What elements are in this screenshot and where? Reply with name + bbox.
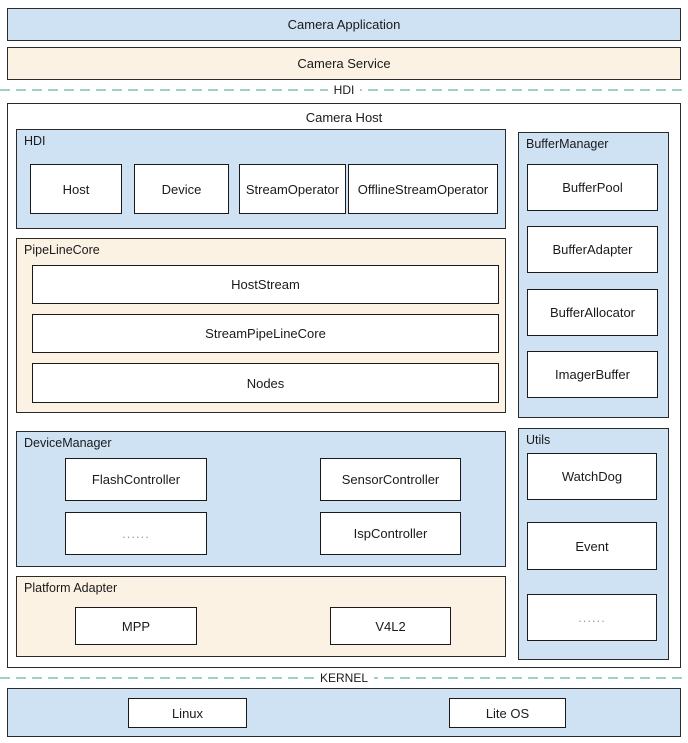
linux-node: Linux xyxy=(128,698,247,728)
buffer-pool-node: BufferPool xyxy=(527,164,658,211)
host-stream-node: HostStream xyxy=(32,265,499,304)
camera-host-container: Camera Host HDI Host Device StreamOperat… xyxy=(7,103,681,668)
lite-os-node: Lite OS xyxy=(449,698,566,728)
sensor-controller-node: SensorController xyxy=(320,458,461,501)
stream-operator-node: StreamOperator xyxy=(239,164,346,214)
nodes-node: Nodes xyxy=(32,363,499,403)
watchdog-node: WatchDog xyxy=(527,453,657,500)
pipeline-core-section: PipeLineCore HostStream StreamPipeLineCo… xyxy=(16,238,506,413)
camera-application-layer: Camera Application xyxy=(7,8,681,41)
hdi-separator: HDI xyxy=(0,83,688,97)
hdi-separator-label: HDI xyxy=(327,83,361,97)
hdi-section-label: HDI xyxy=(24,134,46,148)
kernel-separator-label: KERNEL xyxy=(313,671,375,685)
utils-section-label: Utils xyxy=(526,433,551,447)
event-node: Event xyxy=(527,522,657,570)
device-manager-ellipsis-node: ...... xyxy=(65,512,207,555)
offline-stream-operator-node: OfflineStreamOperator xyxy=(348,164,498,214)
v4l2-node: V4L2 xyxy=(330,607,451,645)
camera-application-label: Camera Application xyxy=(287,17,401,32)
buffer-manager-section: BufferManager BufferPool BufferAdapter B… xyxy=(518,132,669,418)
camera-host-title: Camera Host xyxy=(305,110,383,125)
pipeline-core-section-label: PipeLineCore xyxy=(24,243,100,257)
imager-buffer-node: ImagerBuffer xyxy=(527,351,658,398)
platform-adapter-section: Platform Adapter MPP V4L2 xyxy=(16,576,506,657)
utils-section: Utils WatchDog Event ...... xyxy=(518,428,669,660)
camera-service-layer: Camera Service xyxy=(7,47,681,80)
mpp-node: MPP xyxy=(75,607,197,645)
utils-ellipsis-node: ...... xyxy=(527,594,657,641)
buffer-manager-section-label: BufferManager xyxy=(526,137,609,151)
isp-controller-node: IspController xyxy=(320,512,461,555)
stream-pipeline-core-node: StreamPipeLineCore xyxy=(32,314,499,353)
kernel-strip: Linux Lite OS xyxy=(7,688,681,737)
device-manager-section-label: DeviceManager xyxy=(24,436,112,450)
flash-controller-node: FlashController xyxy=(65,458,207,501)
buffer-allocator-node: BufferAllocator xyxy=(527,289,658,336)
camera-service-label: Camera Service xyxy=(297,56,391,71)
buffer-adapter-node: BufferAdapter xyxy=(527,226,658,273)
hdi-section: HDI Host Device StreamOperator OfflineSt… xyxy=(16,129,506,229)
kernel-separator: KERNEL xyxy=(0,671,688,685)
host-node: Host xyxy=(30,164,122,214)
device-node: Device xyxy=(134,164,229,214)
device-manager-section: DeviceManager FlashController SensorCont… xyxy=(16,431,506,567)
platform-adapter-section-label: Platform Adapter xyxy=(24,581,118,595)
